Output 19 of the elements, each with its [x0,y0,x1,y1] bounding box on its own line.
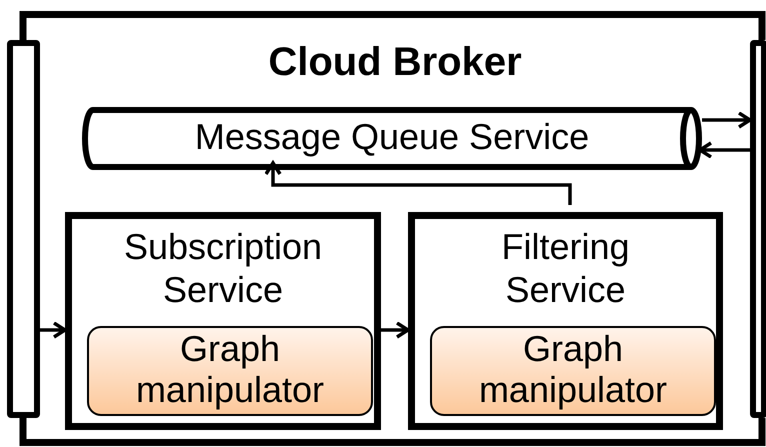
node-label: Graph manipulator [478,328,668,411]
broker-container [40,11,750,446]
component-box [430,326,716,416]
service-box [408,212,723,430]
queue-pipe [82,107,702,170]
arrow [40,321,67,339]
node-label: Subscription Service [122,225,324,312]
node-label: Message Queue Service [194,115,590,159]
arrow [264,161,572,205]
arrow [381,321,410,339]
component-box [87,326,373,416]
side-bar [750,40,766,418]
arrow [698,141,750,159]
arrow [702,111,752,129]
side-bar [7,40,40,418]
node-label: Graph manipulator [134,328,326,411]
title-text: Cloud Broker [267,39,523,86]
node-label: Filtering Service [500,225,631,312]
service-box [65,212,381,430]
